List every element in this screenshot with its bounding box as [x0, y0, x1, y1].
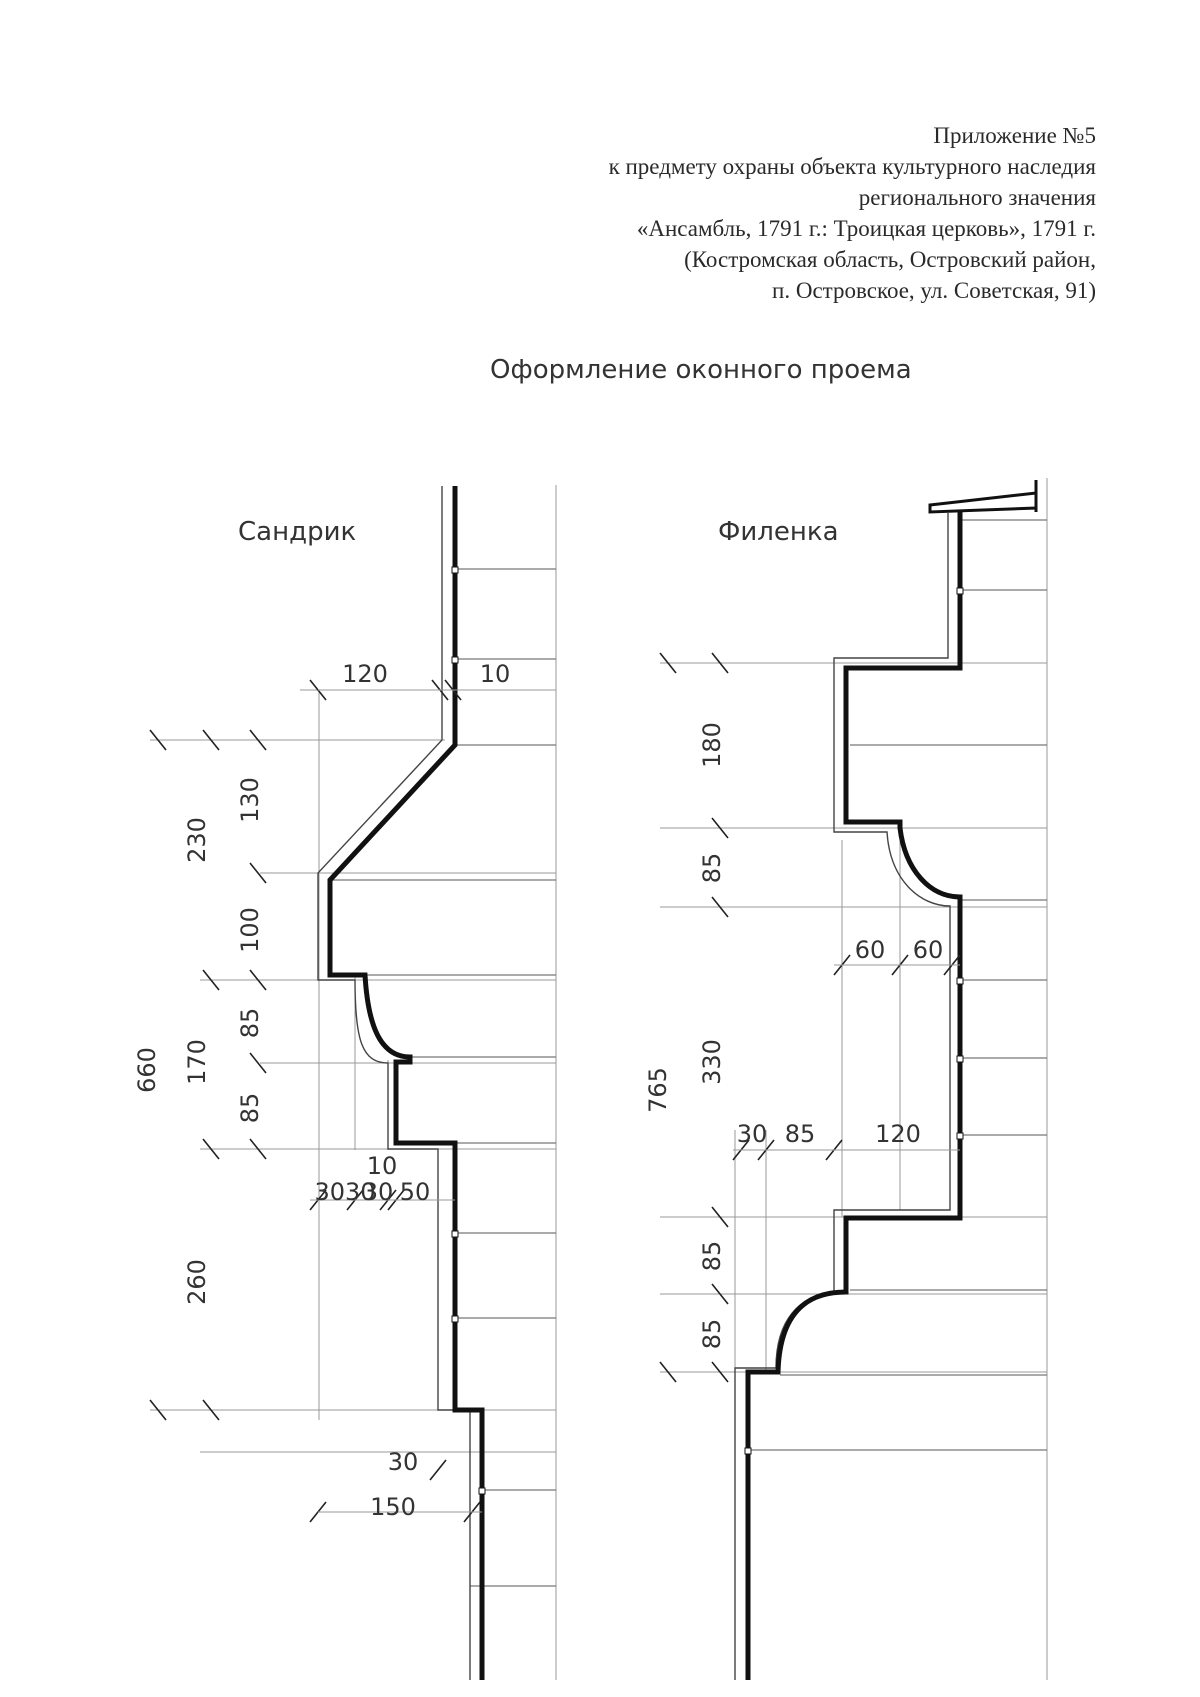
appendix-header: Приложение №5 к предмету охраны объекта …: [609, 120, 1096, 306]
dim-660: 660: [133, 1047, 161, 1093]
header-line-5: (Костромская область, Островский район,: [684, 247, 1096, 272]
dim-130: 130: [236, 777, 264, 823]
dim-30: 30: [388, 1448, 419, 1476]
dim-120: 120: [875, 1120, 921, 1148]
dim-tick: [711, 1283, 729, 1305]
dim-tick: [429, 1459, 447, 1481]
dim-330: 330: [698, 1039, 726, 1085]
dim-765: 765: [644, 1067, 672, 1113]
dim-30-30: 3030: [314, 1178, 375, 1206]
sandrik-detail: Сандрик: [133, 485, 557, 1680]
sandrik-label: Сандрик: [238, 517, 356, 547]
header-line-2: к предмету охраны объекта культурного на…: [608, 154, 1096, 179]
dim-30: 30: [363, 1178, 394, 1206]
dim-180: 180: [698, 722, 726, 768]
dim-tick: [711, 1361, 729, 1383]
sandrik-outline: [317, 486, 471, 1680]
dim-tick: [249, 862, 267, 884]
dim-10: 10: [480, 660, 511, 688]
filenka-notch: [956, 1055, 964, 1063]
dim-85: 85: [698, 853, 726, 884]
header-line-1: Приложение №5: [933, 123, 1096, 148]
filenka-detail: Филенка: [644, 478, 1048, 1680]
dim-85: 85: [236, 1093, 264, 1124]
dim-tick: [711, 896, 729, 918]
sandrik-profile: [327, 486, 485, 1680]
dim-tick: [249, 1138, 267, 1160]
filenka-notch: [744, 1447, 752, 1455]
dim-tick: [202, 1399, 220, 1421]
dim-tick: [249, 729, 267, 751]
dim-170: 170: [183, 1039, 211, 1085]
dim-tick: [711, 817, 729, 839]
dim-85: 85: [698, 1241, 726, 1272]
sandrik-notch: [451, 1315, 459, 1323]
dim-tick: [711, 652, 729, 674]
sandrik-notch: [451, 656, 459, 664]
dim-85: 85: [785, 1120, 816, 1148]
dim-230: 230: [183, 817, 211, 863]
sandrik-notch: [451, 1230, 459, 1238]
dim-85: 85: [236, 1008, 264, 1039]
header-line-4: «Ансамбль, 1791 г.: Троицкая церковь», 1…: [636, 216, 1096, 241]
cornice-shape: [928, 491, 1038, 514]
dim-tick: [659, 652, 677, 674]
header-line-6: п. Островское, ул. Советская, 91): [772, 278, 1096, 303]
dim-tick: [249, 1052, 267, 1074]
sandrik-notch: [451, 566, 459, 574]
sandrik-notch: [478, 1487, 486, 1495]
filenka-notch: [956, 1132, 964, 1140]
filenka-profile: [745, 512, 963, 1680]
dim-tick: [249, 969, 267, 991]
dim-30: 30: [737, 1120, 768, 1148]
dim-60: 60: [913, 936, 944, 964]
filenka-outline: [734, 512, 951, 1680]
dim-260: 260: [183, 1259, 211, 1305]
dim-120: 120: [342, 660, 388, 688]
dim-tick: [149, 729, 167, 751]
dim-tick: [202, 729, 220, 751]
header-line-3: регионального значения: [858, 185, 1096, 210]
dim-60: 60: [855, 936, 886, 964]
dim-tick: [202, 969, 220, 991]
dim-100: 100: [236, 907, 264, 953]
dim-150: 150: [370, 1493, 416, 1521]
filenka-label: Филенка: [718, 517, 839, 547]
filenka-notch: [956, 587, 964, 595]
filenka-notch: [956, 977, 964, 985]
dim-tick: [659, 1361, 677, 1383]
dim-85: 85: [698, 1319, 726, 1350]
dim-tick: [711, 1206, 729, 1228]
dim-10: 10: [367, 1152, 398, 1180]
dim-50: 50: [400, 1178, 431, 1206]
dim-tick: [149, 1399, 167, 1421]
dim-tick: [202, 1138, 220, 1160]
drawing-title: Оформление оконного проема: [490, 355, 912, 385]
